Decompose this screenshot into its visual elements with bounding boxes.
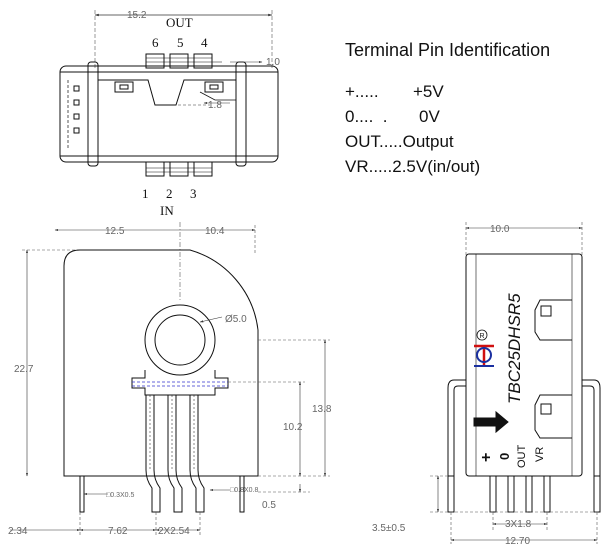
dim-height-label: 22.7 [14, 364, 34, 375]
pin-label-1: 1 [142, 186, 149, 201]
top-view [59, 10, 279, 177]
top-pins [145, 53, 213, 69]
dim-pin-section2-label: □0.8X0.8 [230, 487, 258, 494]
out-label: OUT [166, 15, 193, 30]
aperture-outer [144, 304, 216, 376]
terminal-pin-identification: Terminal Pin Identification +..... +5V 0.… [345, 40, 550, 179]
top-left-band [87, 61, 99, 167]
dim-right-label: 10.4 [205, 226, 225, 237]
side-dim-pin-len-label: 3.5±0.5 [372, 523, 406, 534]
info-row-vr: VR.....2.5V(in/out) [345, 154, 550, 179]
front-body-outline [63, 249, 259, 477]
pin-label-6: 6 [152, 35, 159, 50]
info-row-zero: 0.... . 0V [345, 104, 550, 129]
dim-pin-section-label: □0.3X0.5 [106, 492, 134, 499]
pin-2 [169, 161, 189, 177]
part-number: TBC25DHSR5 [505, 293, 524, 404]
pin-label-3: 3 [190, 186, 197, 201]
info-value: 2.5V(in/out) [392, 157, 481, 176]
pin-6 [145, 53, 165, 69]
info-value: +5V [413, 82, 444, 101]
dim-standoff-label: 0.5 [262, 500, 276, 511]
info-key: VR..... [345, 157, 393, 176]
side-view [430, 222, 601, 544]
current-direction-arrow [473, 410, 509, 434]
top-slot-left [114, 81, 134, 93]
front-view [10, 222, 330, 536]
side-dim-pitch-label: 3X1.8 [505, 519, 532, 530]
brand-logo [474, 344, 494, 367]
dim-hole-height-label: 10.2 [283, 422, 303, 433]
pin-label-2: 2 [166, 186, 173, 201]
info-title: Terminal Pin Identification [345, 40, 551, 60]
terminal-label-zero: 0 [497, 453, 512, 460]
dim-offset-label: 2.34 [8, 526, 28, 537]
top-slot-right [204, 81, 224, 93]
aperture-inner [154, 314, 206, 366]
registered-letter: R [480, 333, 485, 340]
side-dim-span-label: 12.70 [505, 536, 530, 547]
dim-left-label: 12.5 [105, 226, 125, 237]
top-body-outline [59, 65, 279, 163]
dim-pitch-left-label: 7.62 [108, 526, 128, 537]
dim-slot-label: 1.8 [208, 100, 222, 111]
pin-4 [193, 53, 213, 69]
top-right-band [235, 61, 247, 167]
front-pins [79, 395, 245, 513]
info-key: OUT..... [345, 132, 403, 151]
pin-housing [131, 370, 229, 396]
info-key: 0.... . [345, 107, 388, 126]
pin-label-4: 4 [201, 35, 208, 50]
in-label: IN [160, 203, 174, 218]
dim-pitch-label: 2X2.54 [158, 526, 190, 537]
pin-5 [169, 53, 189, 69]
dim-pin-height-label: 13.8 [312, 404, 332, 415]
side-notch-top [534, 299, 572, 341]
side-dim-width-label: 10.0 [490, 224, 510, 235]
terminal-label-plus: + [478, 453, 495, 462]
info-row-out: OUT.....Output [345, 129, 550, 154]
pin-label-5: 5 [177, 35, 184, 50]
info-value: Output [402, 132, 454, 151]
terminal-label-vr: VR [534, 447, 546, 462]
dim-width-label: 15.2 [127, 10, 147, 21]
dim-hole-label: Ø5.0 [225, 314, 247, 325]
side-right-lead [582, 379, 601, 477]
pin-3 [193, 161, 213, 177]
dim-pin-width-label: 1.0 [266, 57, 280, 68]
bottom-pins [145, 161, 213, 177]
side-pins [447, 475, 601, 513]
terminal-label-out: OUT [516, 445, 528, 469]
registered-mark [476, 329, 488, 341]
side-notch-bottom [534, 394, 572, 439]
info-key: +..... [345, 82, 379, 101]
info-row-plus: +..... +5V [345, 79, 550, 104]
side-left-lead [447, 379, 466, 477]
pin-1 [145, 161, 165, 177]
info-value: 0V [419, 107, 440, 126]
